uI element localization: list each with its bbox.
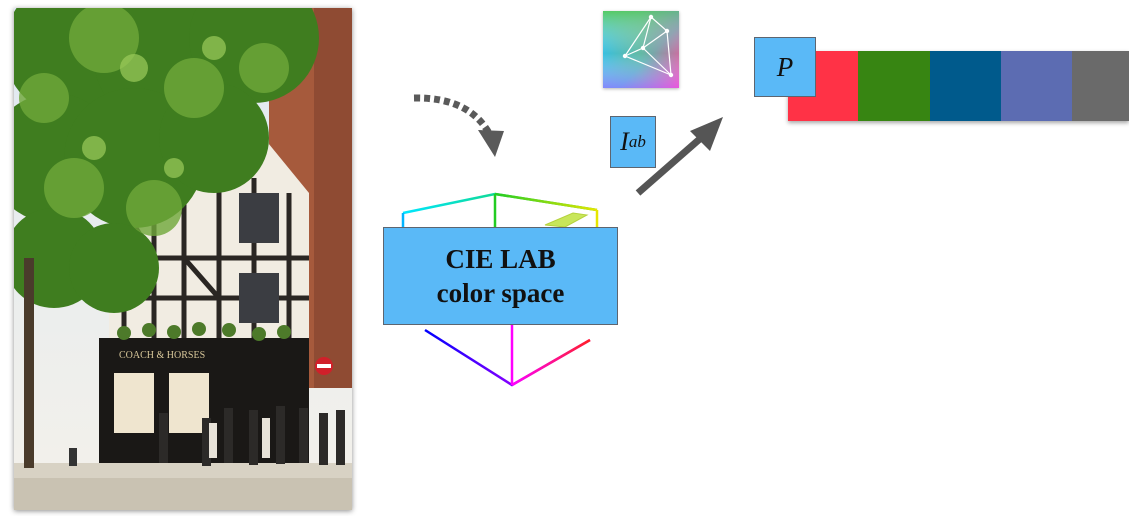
input-photo: COACH & HORSES <box>14 8 352 510</box>
iab-subscript: ab <box>628 132 646 151</box>
palette-swatch <box>858 51 930 121</box>
dotted-arrow <box>413 94 504 157</box>
color-palette <box>788 51 1129 121</box>
palette-swatch <box>1001 51 1072 121</box>
cie-lab-label-line1: CIE LAB <box>445 244 556 274</box>
pub-sign: COACH & HORSES <box>119 350 205 361</box>
palette-label: P <box>754 37 816 97</box>
cie-lab-label-line2: color space <box>436 278 565 308</box>
ab-plane-thumbnail <box>603 11 679 88</box>
ab-plane-graph <box>603 11 679 88</box>
iab-base: I <box>620 127 629 156</box>
pub-photo-illustration: COACH & HORSES <box>14 8 352 510</box>
cie-lab-label: CIE LAB color space <box>383 227 618 325</box>
straight-arrow <box>635 117 723 196</box>
palette-swatch <box>1072 51 1129 121</box>
palette-swatch <box>930 51 1001 121</box>
lab-color-cube <box>401 192 599 387</box>
